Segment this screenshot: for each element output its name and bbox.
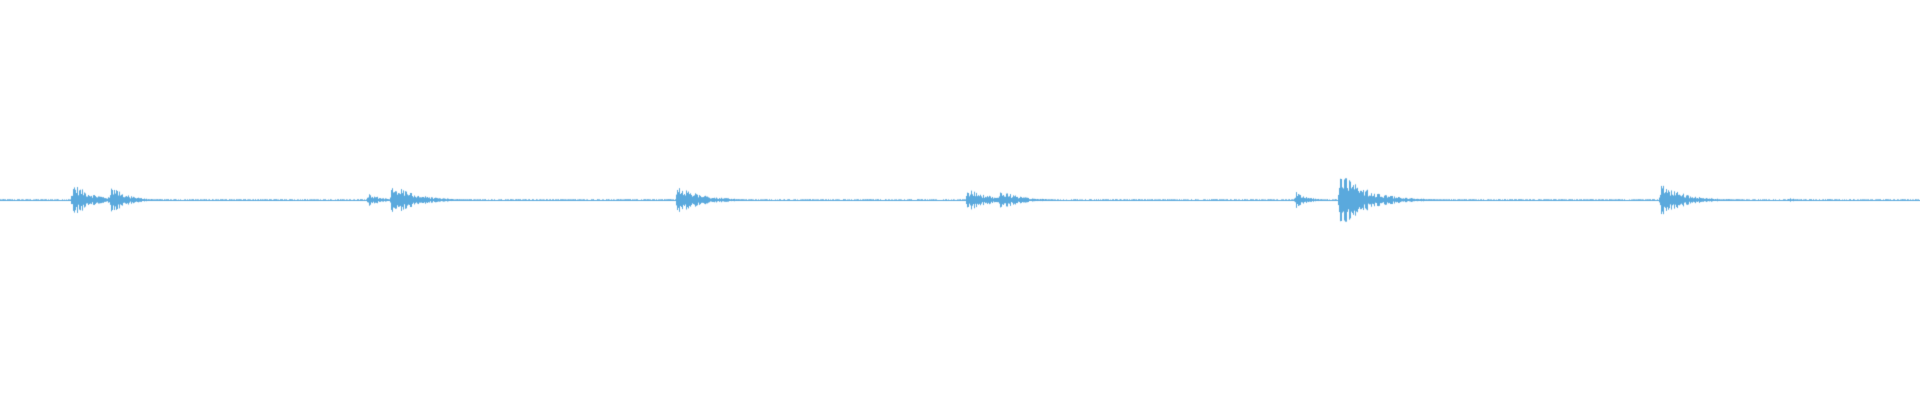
waveform-view (0, 0, 1920, 400)
audio-waveform[interactable] (0, 0, 1920, 400)
